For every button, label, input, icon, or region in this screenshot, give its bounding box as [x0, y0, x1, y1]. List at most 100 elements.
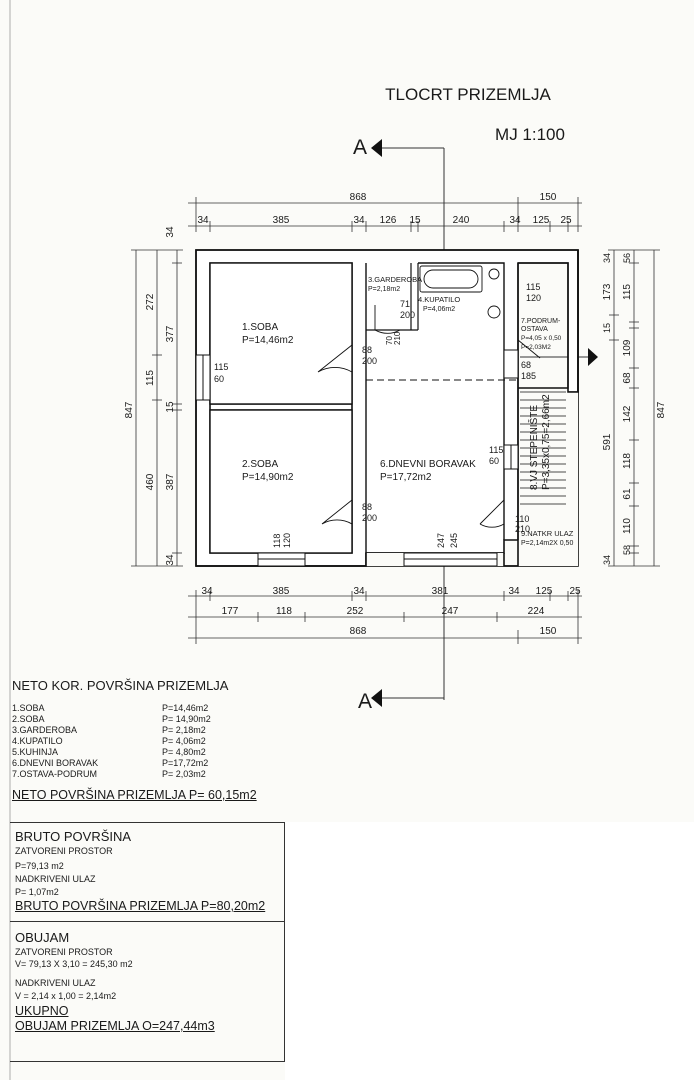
opening-label: 110 — [515, 514, 529, 524]
opening-label: 70 — [385, 336, 394, 345]
right-dimension-lines — [608, 249, 660, 567]
bruto-covered-value: P= 1,07m2 — [15, 887, 59, 897]
dim-left-inner: 15 — [165, 401, 176, 413]
neto-row-value: P= 2,03m2 — [162, 769, 206, 779]
dim-top-seg: 34 — [197, 215, 209, 226]
opening-label: 200 — [362, 356, 377, 366]
dim-bottom-seg: 381 — [432, 586, 449, 597]
opening-label: 200 — [400, 310, 415, 320]
bruto-heading: BRUTO POVRŠINA — [15, 829, 132, 844]
opening-label: 71 — [400, 299, 410, 309]
neto-row-name: 5.KUHINJA — [12, 747, 59, 757]
opening-label: 68 — [521, 360, 531, 370]
neto-row-name: 3.GARDEROBA — [12, 725, 78, 735]
dim-bottom-opening: 252 — [347, 606, 364, 617]
neto-row-value: P= 4,06m2 — [162, 736, 206, 746]
dim-bottom-overall-2: 150 — [540, 626, 557, 637]
room-2-area: P=14,90m2 — [242, 472, 294, 483]
door-swings — [317, 305, 541, 528]
dim-left-inner: 387 — [165, 473, 176, 490]
opening-label: 60 — [489, 456, 499, 466]
dim-top-overall-2: 150 — [540, 192, 557, 203]
dim-bottom-opening: 118 — [276, 606, 292, 617]
dim-left-outer: 460 — [145, 473, 156, 490]
dim-bottom-seg: 34 — [353, 586, 365, 597]
dim-top-seg: 34 — [509, 215, 521, 226]
section-label-bottom: A — [358, 690, 372, 713]
opening-label: 120 — [282, 533, 292, 548]
top-dimension-lines — [188, 197, 582, 232]
obujam-covered-label: NADKRIVENI ULAZ — [15, 978, 96, 988]
opening-label: 210 — [515, 524, 530, 534]
dim-top-seg: 240 — [453, 215, 470, 226]
neto-row-name: 1.SOBA — [12, 703, 45, 713]
dim-top-seg: 385 — [273, 215, 290, 226]
dim-left-inner: 377 — [165, 325, 176, 342]
neto-row: 5.KUHINJA P= 4,80m2 — [12, 747, 292, 758]
stairs-dims: P=3,35x0,75=2,66m2 — [541, 394, 552, 490]
room-4-name: 4.KUPATILO — [418, 295, 460, 304]
opening-label: 210 — [393, 331, 402, 345]
dim-bottom-opening: 224 — [528, 606, 545, 617]
dim-right-overall: 847 — [656, 401, 667, 418]
opening-label: 115 — [489, 445, 503, 455]
room-9-area: P=2,14m2X 0,50 — [521, 540, 573, 547]
plan-title: TLOCRT PRIZEMLJA — [385, 85, 551, 104]
dim-right-inner: 56 — [622, 253, 632, 263]
dim-top-seg: 15 — [409, 215, 421, 226]
dim-top-overall-1: 868 — [350, 192, 367, 203]
stairs-label: 8.VJ STEPENIŠTE — [527, 405, 540, 490]
room-7-dims: P=4,05 x 0,50 — [521, 335, 562, 342]
room-1-name: 1.SOBA — [242, 322, 278, 333]
neto-row: 3.GARDEROBA P= 2,18m2 — [12, 725, 292, 736]
section-label-top: A — [353, 136, 367, 159]
dim-top-seg: 25 — [560, 215, 572, 226]
dim-top-seg: 126 — [380, 215, 397, 226]
opening-label: 245 — [449, 533, 459, 548]
dim-top-seg: 125 — [533, 215, 550, 226]
dim-right-inner: 115 — [622, 284, 633, 300]
obujam-ukupno: UKUPNO — [15, 1004, 69, 1018]
opening-label: 185 — [521, 371, 536, 381]
room-6-name: 6.DNEVNI BORAVAK — [380, 459, 476, 470]
bruto-closed-value: P=79,13 m2 — [15, 861, 64, 871]
room-6-area: P=17,72m2 — [380, 472, 432, 483]
opening-label: 120 — [526, 293, 541, 303]
obujam-closed-label: ZATVORENI PROSTOR — [15, 947, 113, 957]
dim-left-outer: 115 — [145, 370, 156, 386]
neto-row: 4.KUPATILO P= 4,06m2 — [12, 736, 292, 747]
dim-right-outer: 173 — [602, 283, 613, 300]
room-1-area: P=14,46m2 — [242, 335, 294, 346]
bottom-dimension-lines — [188, 590, 582, 644]
dim-top-seg: 34 — [353, 215, 365, 226]
obujam-heading: OBUJAM — [15, 930, 70, 945]
dim-bottom-opening: 177 — [222, 606, 239, 617]
opening-label: 115 — [214, 362, 228, 372]
dim-bottom-seg: 125 — [536, 586, 553, 597]
room-9-name: 9.NATKR ULAZ — [521, 529, 574, 538]
room-3-area: P=2,18m2 — [368, 286, 400, 293]
opening-label: 115 — [526, 282, 540, 292]
neto-row-name: 6.DNEVNI BORAVAK — [12, 758, 99, 768]
dim-bottom-seg: 25 — [569, 586, 581, 597]
dim-right-inner: 15 — [602, 323, 612, 333]
bruto-closed-label: ZATVORENI PROSTOR — [15, 846, 113, 856]
neto-row-name: 4.KUPATILO — [12, 736, 63, 746]
opening-label: 200 — [362, 513, 377, 523]
neto-total: NETO POVRŠINA PRIZEMLJA P= 60,15m2 — [12, 788, 257, 802]
neto-row-value: P= 2,18m2 — [162, 725, 206, 735]
obujam-total: OBUJAM PRIZEMLJA O=247,44m3 — [15, 1019, 215, 1033]
obujam-closed-value: V= 79,13 X 3,10 = 245,30 m2 — [15, 959, 133, 969]
dim-right-inner: 58 — [622, 545, 632, 555]
opening-label: 88 — [362, 345, 372, 355]
neto-heading: NETO KOR. POVRŠINA PRIZEMLJA — [12, 678, 229, 693]
opening-label: 247 — [436, 533, 446, 548]
opening-label: 60 — [214, 374, 224, 384]
neto-row-value: P= 4,80m2 — [162, 747, 206, 757]
dim-left-overall: 847 — [124, 401, 135, 418]
opening-label: 88 — [362, 502, 372, 512]
dim-right-inner: 61 — [622, 488, 633, 500]
dim-bottom-opening: 247 — [442, 606, 459, 617]
